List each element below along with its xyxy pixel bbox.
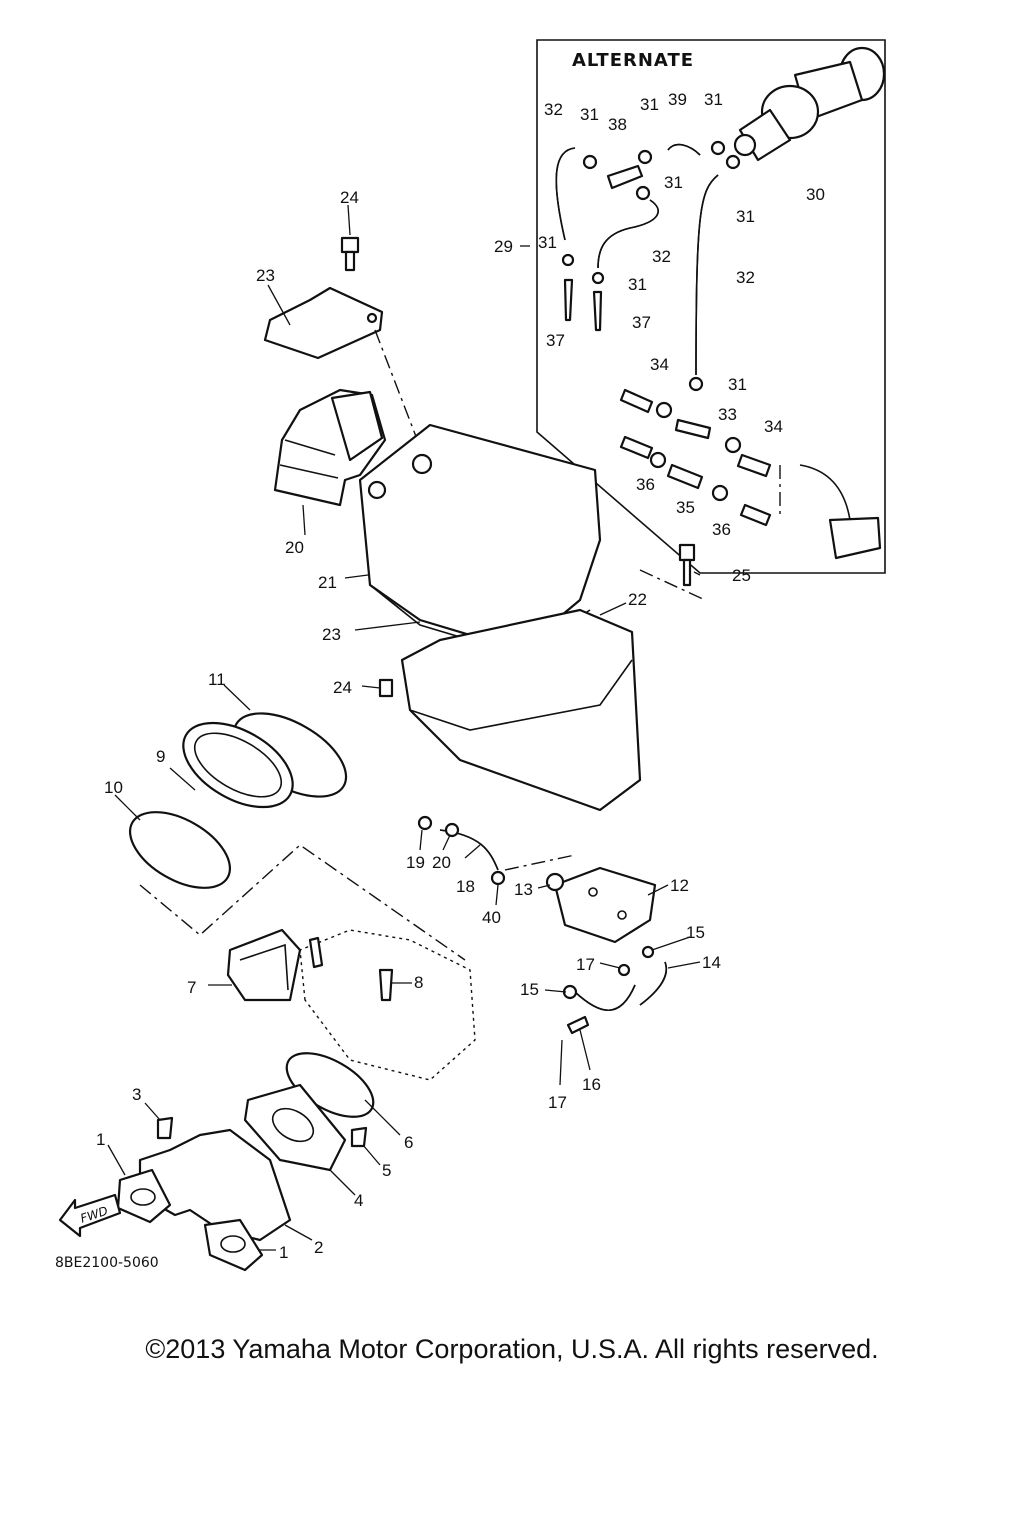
callout-27: 23 (256, 266, 275, 285)
callout-2: 2 (314, 1238, 323, 1257)
callout-31-d: 31 (664, 173, 683, 192)
callout-31-g: 31 (628, 275, 647, 294)
fwd-arrow: FWD (58, 1193, 122, 1238)
callout-3: 3 (132, 1085, 141, 1104)
callout-26: 25 (732, 566, 751, 585)
callout-15-right: 15 (686, 923, 705, 942)
alternate-hoses (555, 140, 741, 392)
callout-13: 13 (514, 880, 533, 899)
clamps-9-10-11 (128, 712, 348, 889)
callout-22: 22 (628, 590, 647, 609)
callout-11: 11 (208, 670, 226, 689)
callout-37-right: 37 (632, 313, 651, 332)
callout-12: 12 (670, 876, 689, 895)
callout-38: 38 (608, 115, 627, 134)
callout-20: 20 (432, 853, 451, 872)
callout-21: 21 (318, 573, 337, 592)
callout-31-a: 31 (580, 105, 599, 124)
callout-32-top: 32 (544, 100, 563, 119)
reed-valve-7-pin-8 (226, 928, 394, 1002)
bolt-26 (639, 543, 706, 601)
manifold-2-gaskets-1 (116, 1128, 292, 1272)
callout-10: 10 (104, 778, 123, 797)
callout-23: 23 (322, 625, 341, 644)
callout-30: 30 (806, 185, 825, 204)
fuel-pump-12 (417, 815, 667, 1035)
callout-19: 19 (406, 853, 425, 872)
callout-36-right: 36 (712, 520, 731, 539)
alternate-title: ALTERNATE (572, 50, 694, 71)
copyright-notice: ©2013 Yamaha Motor Corporation, U.S.A. A… (145, 1334, 879, 1364)
callout-31-b: 31 (640, 95, 659, 114)
callout-31-e: 31 (736, 207, 755, 226)
fittings-33-36 (619, 388, 882, 560)
callout-6: 6 (404, 1133, 413, 1152)
callout-39: 39 (668, 90, 687, 109)
callout-28: 24 (340, 188, 359, 207)
callout-4: 4 (354, 1191, 363, 1210)
callout-17-top: 17 (576, 955, 595, 974)
callout-7: 7 (187, 978, 196, 997)
callout-31-f: 31 (538, 233, 557, 252)
callout-1-bottom: 1 (279, 1243, 288, 1262)
callout-40: 40 (482, 908, 501, 927)
callout-8: 8 (414, 973, 423, 992)
callout-24: 20 (285, 538, 304, 557)
callout-18: 18 (456, 877, 475, 896)
callout-31-h: 31 (728, 375, 747, 394)
callout-5: 5 (382, 1161, 391, 1180)
callout-32-right: 32 (736, 268, 755, 287)
callout-1-left: 1 (96, 1130, 105, 1149)
airbox-21-22-23 (358, 423, 642, 812)
callout-37-left: 37 (546, 331, 565, 350)
intake-duct-24 (273, 388, 387, 507)
callout-32-mid: 32 (652, 247, 671, 266)
callout-14: 14 (702, 953, 721, 972)
alternate-inset: ALTERNATE (536, 39, 886, 574)
callout-34-top: 34 (650, 355, 669, 374)
callout-31-c: 31 (704, 90, 723, 109)
callout-17-bottom: 17 (548, 1093, 567, 1112)
leader-lines (107, 204, 701, 1251)
diagram-code: 8BE2100-5060 (55, 1255, 159, 1271)
callout-25: 24 (333, 678, 352, 697)
callout-36-left: 36 (636, 475, 655, 494)
callout-15-left: 15 (520, 980, 539, 999)
callout-labels: 24 23 20 21 22 23 24 25 11 9 10 7 8 6 5 … (96, 90, 825, 1262)
clamp-6-gasket-4 (156, 1052, 375, 1172)
part-30-assembly (733, 46, 886, 162)
callout-16: 16 (582, 1075, 601, 1094)
callout-34-right: 34 (764, 417, 783, 436)
callout-9: 9 (156, 747, 165, 766)
callout-33: 33 (718, 405, 737, 424)
engine-outline (139, 844, 476, 1081)
bracket-27-bolt-28 (263, 236, 426, 461)
callout-29: 29 (494, 237, 513, 256)
callout-35: 35 (676, 498, 695, 517)
